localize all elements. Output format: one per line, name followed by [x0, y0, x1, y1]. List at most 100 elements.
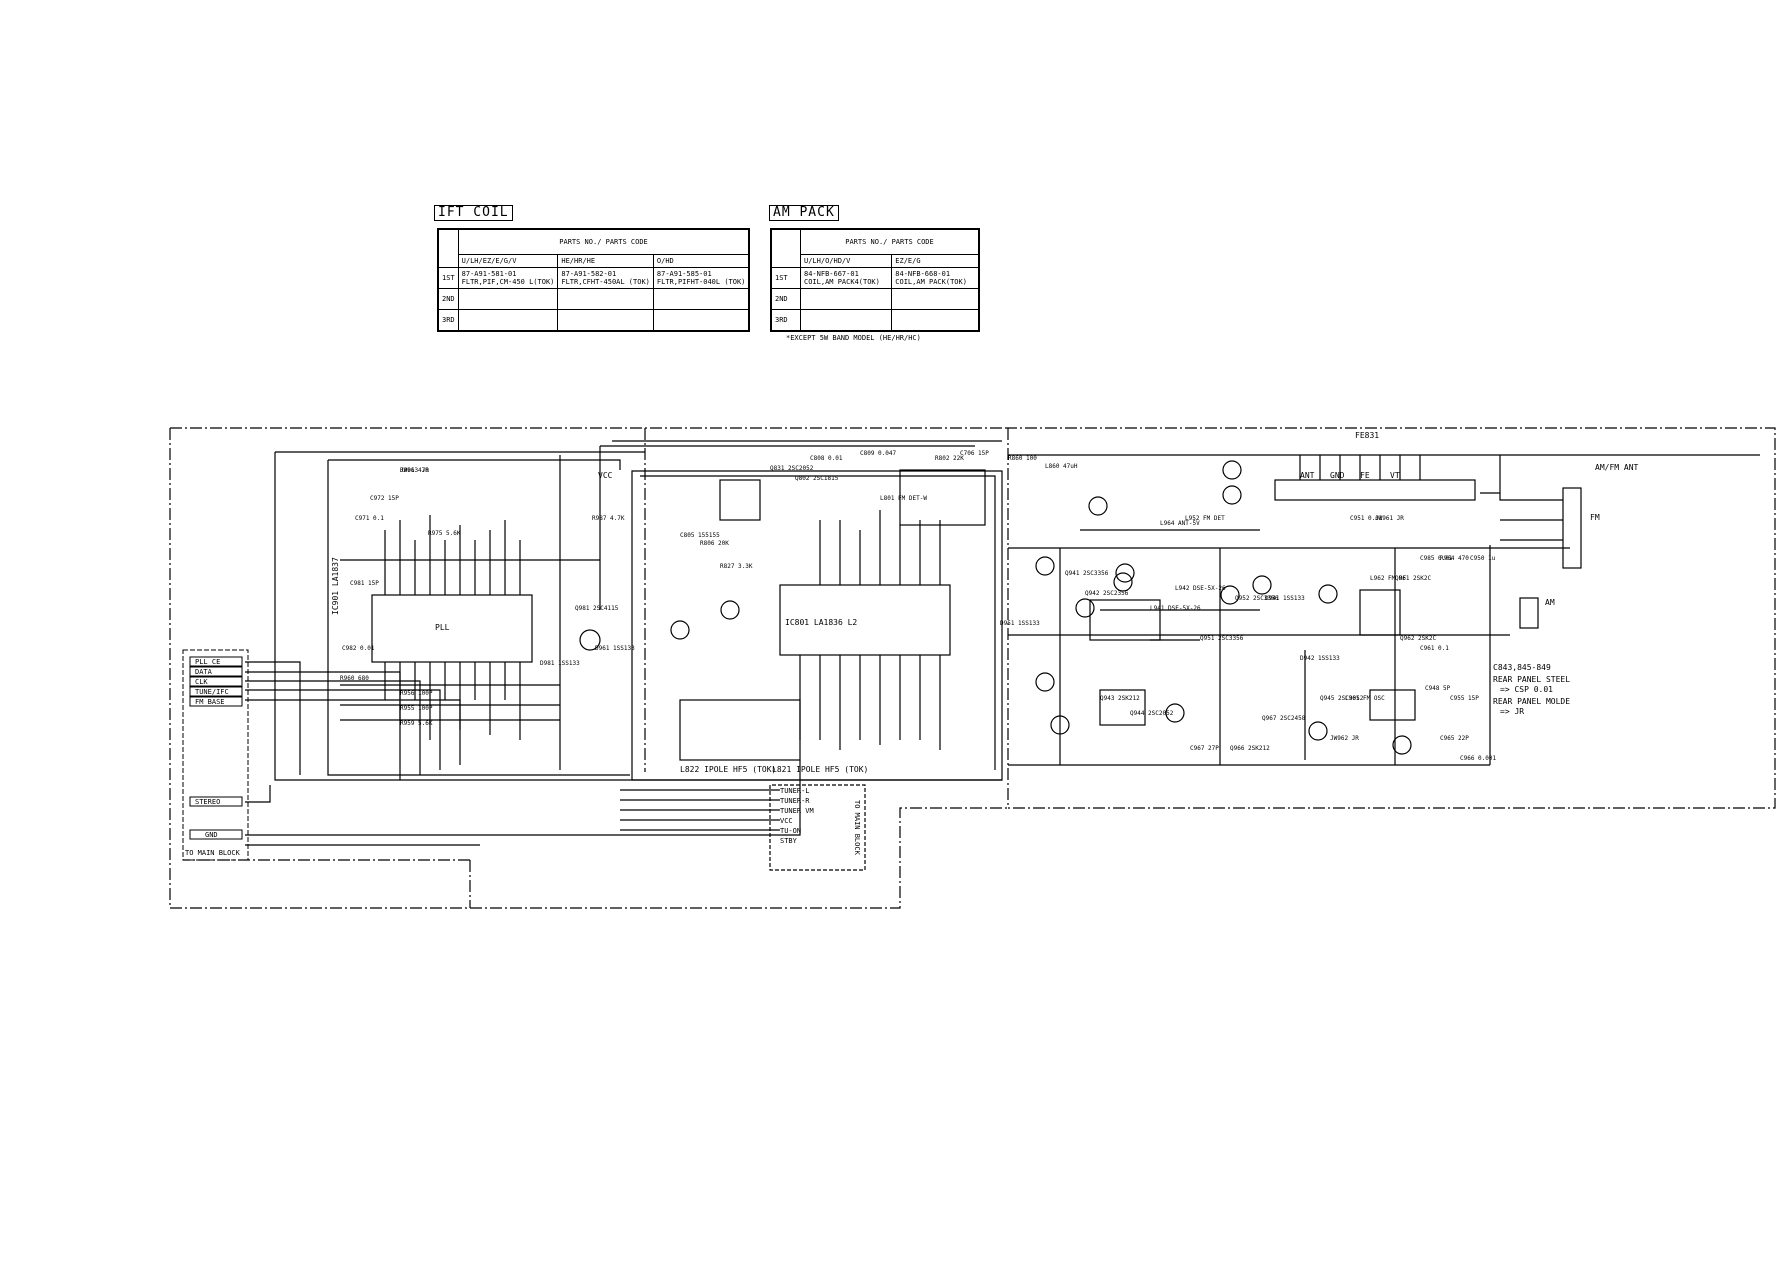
part-ref-label: Q802 2SC1815	[795, 475, 839, 482]
part-ref-label: R975 5.6K	[428, 530, 461, 537]
table-row-label: 2ND	[437, 288, 459, 310]
fe-pin-label: GND	[1330, 471, 1345, 480]
part-ref-label: Q941 2SC3356	[1065, 570, 1109, 577]
part-ref-label: L942 DSE-5X-26	[1175, 585, 1226, 592]
table-row-label: 2ND	[770, 288, 801, 310]
table-cell	[891, 288, 980, 310]
part-ref-label: D942 1SS133	[1300, 655, 1340, 662]
am-pack-table: PARTS NO./ PARTS CODE U/LH/O/HD/V EZ/E/G…	[770, 228, 980, 332]
part-ref-label: R960 680	[340, 675, 369, 682]
connector-pin-label: TUNE/IFC	[195, 688, 229, 696]
rear-panel-note: REAR PANEL STEEL	[1493, 675, 1570, 684]
connector-pin-label: STBY	[780, 837, 798, 845]
part-ref-label: Q943 2SK212	[1100, 695, 1140, 702]
part-ref-label: L941 DSE-5X-26	[1150, 605, 1201, 612]
table-row-label: 3RD	[437, 309, 459, 332]
part-ref-label: R860 100	[1008, 455, 1037, 462]
part-ref-label: C967 27P	[1190, 745, 1219, 752]
part-ref-label: Q944 2SC2052	[1130, 710, 1174, 717]
part-ref-label: L962 FM RF	[1370, 575, 1407, 582]
part-ref-label: Q966 2SK212	[1230, 745, 1270, 752]
bottom-connector-block: TUNER-L TUNER-R TUNER VM VCC TU-ON STBY …	[780, 787, 861, 856]
table-cell: 87-A91-585-01 FLTR,PIFHT-040L (TOK)	[652, 267, 750, 289]
table-cell	[799, 309, 893, 332]
part-ref-label: JW963 JR	[400, 467, 429, 474]
part-ref-label: Q962 2SK2C	[1400, 635, 1437, 642]
part-ref-label: Q981 2SC4115	[575, 605, 619, 612]
part-ref-label: C972 15P	[370, 495, 399, 502]
part-ref-label: C955 15P	[1450, 695, 1479, 702]
part-ref-label: Q951 2SC3356	[1200, 635, 1244, 642]
to-main-block-label: TO MAIN BLOCK	[853, 800, 861, 856]
l822-label: L822 IPOLE HF5 (TOK)	[680, 765, 776, 774]
table-cell: 84-NFB-667-01 COIL,AM PACK4(TOK)	[799, 267, 893, 289]
part-ref-label: R964 470	[1440, 555, 1469, 562]
table-cell	[457, 309, 559, 332]
part-ref-label: L964 ANT-5V	[1160, 520, 1200, 527]
table-row-label: 1ST	[437, 267, 459, 289]
rear-panel-note: => JR	[1500, 707, 1524, 716]
part-ref-label: R827 3.3K	[720, 563, 753, 570]
part-ref-label: C982 0.01	[342, 645, 375, 652]
connector-pin-label: TUNER VM	[780, 807, 814, 815]
fm-ant-label: FM	[1590, 513, 1600, 522]
pll-ic-body	[371, 594, 533, 663]
part-ref-label: Q831 2SC2052	[770, 465, 814, 472]
am-pack-note: *EXCEPT 5W BAND MODEL (HE/HR/HC)	[786, 334, 921, 342]
part-ref-label: C961 0.1	[1420, 645, 1449, 652]
ift-coil-title: IFT COIL	[434, 205, 513, 221]
part-ref-label: R959 5.6K	[400, 720, 433, 727]
part-ref-label: R956 100P	[400, 690, 433, 697]
part-ref-label: JW962 JR	[1330, 735, 1359, 742]
part-ref-label: R802 22K	[935, 455, 964, 462]
part-ref-label: C951 0.01	[1350, 515, 1383, 522]
part-ref-label: JW961 JR	[1375, 515, 1404, 522]
connector-pin-label: VCC	[780, 817, 793, 825]
part-ref-label: R955 100P	[400, 705, 433, 712]
part-ref-label: Q945 2SC3052	[1320, 695, 1364, 702]
part-ref-label: D981 1SS133	[540, 660, 580, 667]
connector-pin-label: FM BASE	[195, 698, 225, 706]
connector-pin-label: TU-ON	[780, 827, 801, 835]
part-ref-label: R987 4.7K	[592, 515, 625, 522]
connector-pin-label: CLK	[195, 678, 208, 686]
fe-block-label: FE831	[1355, 431, 1379, 440]
vcc-label: VCC	[598, 471, 613, 480]
part-ref-label: C805 155155	[680, 532, 720, 539]
connector-pin-label: TUNER-R	[780, 797, 810, 805]
part-ref-label: C985 0.01	[1420, 555, 1453, 562]
ift-coil-table: PARTS NO./ PARTS CODE U/LH/EZ/E/G/V HE/H…	[437, 228, 751, 332]
table-header: PARTS NO./ PARTS CODE	[800, 228, 980, 255]
fe-pin-label: ANT	[1300, 471, 1315, 480]
if-ic-body	[779, 584, 951, 656]
part-ref-label: Q967 2SC2458	[1262, 715, 1306, 722]
part-ref-label: C950 1u	[1470, 555, 1496, 562]
part-ref-label: L961 FM OSC	[1345, 695, 1385, 702]
part-ref-label: C981 15P	[350, 580, 379, 587]
am-pack-title: AM PACK	[769, 205, 839, 221]
rear-panel-note: C843,845-849	[1493, 663, 1551, 672]
rear-panel-note: REAR PANEL MOLDE	[1493, 697, 1570, 706]
part-ref-label: D951 1SS133	[1000, 620, 1040, 627]
ic801-label: IC801 LA1836 L2	[785, 618, 857, 627]
table-cell	[457, 288, 559, 310]
am-ant-label: AM	[1545, 598, 1555, 607]
part-ref-label: C965 22P	[1440, 735, 1469, 742]
part-ref-label: L860 47uH	[1045, 463, 1078, 470]
fe-module	[1274, 479, 1476, 501]
connector-pin-label: GND	[205, 831, 218, 839]
am-ant-terminal	[1519, 597, 1539, 629]
table-cell	[652, 309, 750, 332]
to-main-block-label: TO MAIN BLOCK	[185, 849, 241, 857]
ic901-label: IC901 LA1837	[331, 557, 340, 615]
left-connector-block: PLL CE DATA CLK TUNE/IFC FM BASE STEREO …	[182, 649, 249, 861]
part-ref-label: C808 0.01	[810, 455, 843, 462]
part-ref-label: Q961 2SK2C	[1395, 575, 1432, 582]
part-ref-label: C966 0.001	[1460, 755, 1497, 762]
part-ref-label: L801 FM DET-W	[880, 495, 927, 502]
connector-pin-label: STEREO	[195, 798, 220, 806]
part-ref-label: C948 5P	[1425, 685, 1451, 692]
table-cell	[891, 309, 980, 332]
part-ref-label: Q952 2SC3356	[1235, 595, 1279, 602]
